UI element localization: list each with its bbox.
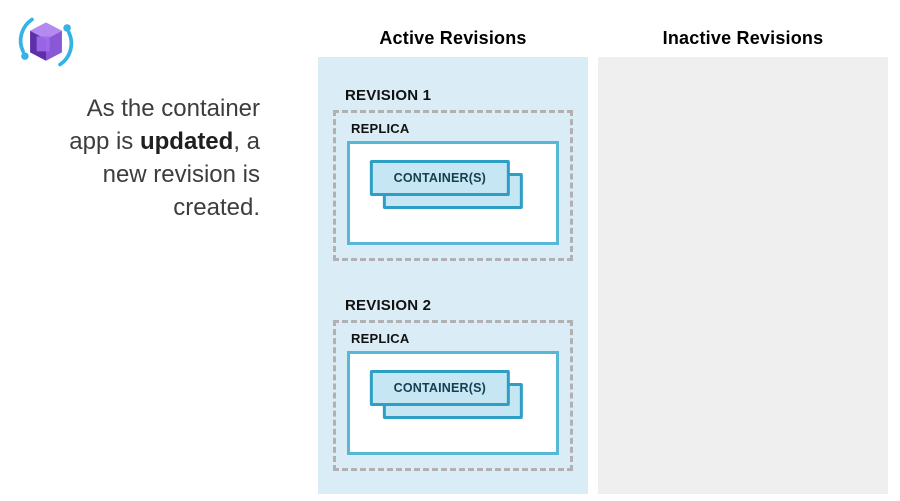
revision-1-block: REVISION 1 REPLICA CONTAINER(S) — [333, 87, 573, 261]
revision-1-replica-label: REPLICA — [351, 121, 410, 136]
container-box: CONTAINER(S) — [369, 370, 510, 406]
revision-2-block: REVISION 2 REPLICA CONTAINER(S) — [333, 297, 573, 471]
active-revisions-title: Active Revisions — [379, 28, 527, 48]
intro-bold-updated: updated — [139, 128, 234, 155]
intro-line-3: new revision is — [102, 161, 260, 188]
container-label: CONTAINER(S) — [393, 381, 487, 395]
inactive-revisions-panel — [598, 57, 888, 494]
intro-line-2-post: , a — [233, 128, 260, 155]
revision-2-boundary: REPLICA CONTAINER(S) — [333, 320, 573, 471]
container-apps-icon — [18, 17, 74, 67]
revision-1-container-stack: CONTAINER(S) — [369, 160, 524, 222]
revision-2-replica-box: CONTAINER(S) — [347, 351, 559, 455]
active-revisions-panel: REVISION 1 REPLICA CONTAINER(S) REVISION… — [318, 57, 588, 494]
revision-2-replica-label: REPLICA — [351, 331, 410, 346]
intro-text: As the container app is updated, a new r… — [10, 92, 260, 224]
intro-line-4: created. — [173, 194, 260, 221]
revision-1-label: REVISION 1 — [345, 87, 432, 104]
container-label: CONTAINER(S) — [393, 171, 487, 185]
revision-2-container-stack: CONTAINER(S) — [369, 370, 524, 432]
revision-1-boundary: REPLICA CONTAINER(S) — [333, 110, 573, 261]
intro-line-1: As the container — [86, 95, 260, 122]
inactive-revisions-title: Inactive Revisions — [662, 28, 824, 48]
container-box: CONTAINER(S) — [369, 160, 510, 196]
revision-1-replica-box: CONTAINER(S) — [347, 141, 559, 245]
revision-2-label: REVISION 2 — [345, 297, 432, 314]
intro-line-2-pre: app is — [69, 128, 140, 155]
